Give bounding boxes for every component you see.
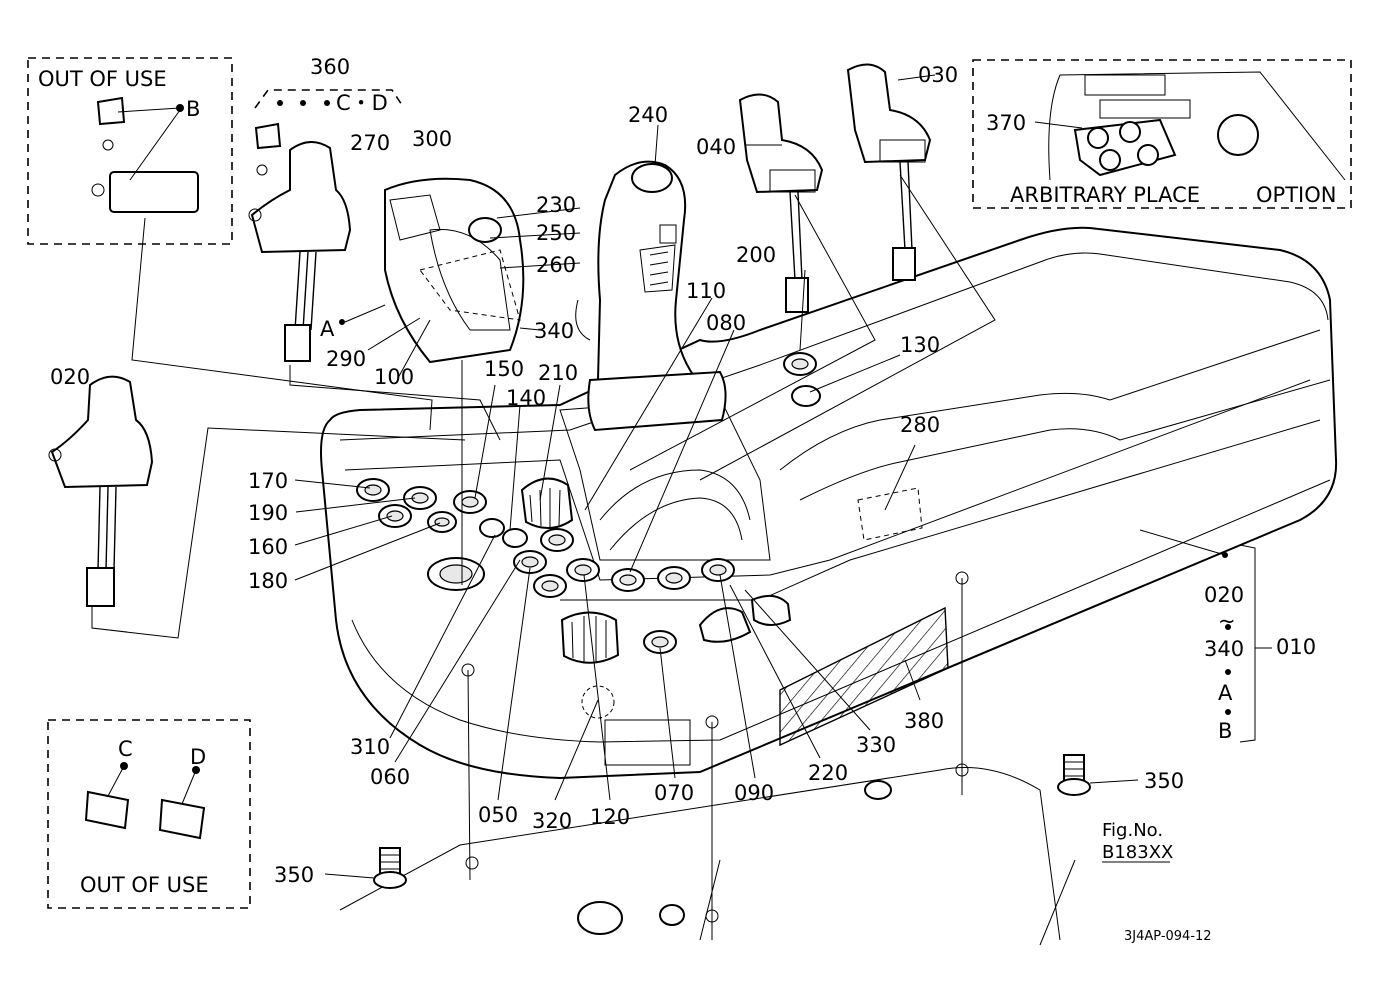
callout-250: 250 [536, 221, 576, 245]
callout-a-right: A [1218, 681, 1233, 705]
callout-300: 300 [412, 127, 452, 151]
callout-cd-top: C・D [336, 91, 388, 115]
callout-090: 090 [734, 781, 774, 805]
plate-part [109, 171, 199, 213]
option-panel [1048, 71, 1346, 181]
callout-350-right: 350 [1144, 769, 1184, 793]
label-d-part [158, 798, 206, 840]
out-of-use-box-top [27, 57, 233, 245]
joystick-grip [575, 160, 727, 432]
knob-120 [560, 611, 620, 719]
out-of-use-title-bottom: OUT OF USE [80, 873, 209, 897]
cap-part [96, 96, 126, 126]
callout-020-left: 020 [50, 365, 90, 389]
switch-040 [738, 93, 824, 313]
callout-330: 330 [856, 733, 896, 757]
callout-260: 260 [536, 253, 576, 277]
callout-380: 380 [904, 709, 944, 733]
callout-080: 080 [706, 311, 746, 335]
knob-210 [520, 477, 574, 529]
callout-c: C [118, 737, 133, 761]
callout-170: 170 [248, 469, 288, 493]
callout-060: 060 [370, 765, 410, 789]
callout-270: 270 [350, 131, 390, 155]
switch-020 [48, 375, 154, 607]
callout-140: 140 [506, 386, 546, 410]
callout-160: 160 [248, 535, 288, 559]
leader-lines [91, 74, 1272, 946]
bolt-350-left [373, 847, 407, 889]
callout-230: 230 [536, 193, 576, 217]
fig-label: Fig.No. [1102, 820, 1163, 841]
arbitrary-place-label: ARBITRARY PLACE [1010, 183, 1200, 207]
callout-290: 290 [326, 347, 366, 371]
label-plate-small [604, 719, 691, 766]
callout-110: 110 [686, 279, 726, 303]
callout-320: 320 [532, 809, 572, 833]
callout-210: 210 [538, 361, 578, 385]
callout-280: 280 [900, 413, 940, 437]
callout-tilde: ~ [1218, 609, 1236, 633]
bolt-350-right [1057, 754, 1091, 796]
callout-130: 130 [900, 333, 940, 357]
option-label: OPTION [1256, 183, 1336, 207]
callout-050: 050 [478, 803, 518, 827]
bullet-dots [277, 100, 1231, 715]
callout-labels: 360 C・D B 270 300 240 040 030 370 230 25… [50, 55, 1316, 887]
callout-240: 240 [628, 103, 668, 127]
callout-310: 310 [350, 735, 390, 759]
callout-340: 340 [534, 319, 574, 343]
switch-360 [248, 141, 352, 362]
callout-d: D [190, 745, 206, 769]
callout-150: 150 [484, 357, 524, 381]
callout-360: 360 [310, 55, 350, 79]
callout-a: A [320, 317, 335, 341]
callout-020-right: 020 [1204, 583, 1244, 607]
dial-220 [698, 607, 752, 643]
callout-190: 190 [248, 501, 288, 525]
callout-220: 220 [808, 761, 848, 785]
callout-b-top: B [186, 97, 200, 121]
part-280 [857, 487, 923, 541]
callout-010: 010 [1276, 635, 1316, 659]
label-plate-380 [779, 606, 949, 747]
callout-b-right: B [1218, 719, 1232, 743]
out-of-use-title-top: OUT OF USE [38, 67, 167, 91]
callout-030: 030 [918, 63, 958, 87]
label-c-part [84, 790, 130, 830]
callout-350-left: 350 [274, 863, 314, 887]
dial-330 [750, 594, 792, 626]
callout-180: 180 [248, 569, 288, 593]
callout-040: 040 [696, 135, 736, 159]
drawing-code: 3J4AP-094-12 [1124, 929, 1212, 944]
fig-number: B183XX [1102, 842, 1173, 863]
option-box [972, 59, 1352, 209]
callout-120: 120 [590, 805, 630, 829]
callout-070: 070 [654, 781, 694, 805]
cover-assembly [384, 177, 525, 364]
switch-030 [846, 63, 932, 281]
callout-200: 200 [736, 243, 776, 267]
out-of-use-box-bottom [47, 719, 251, 909]
callout-370: 370 [986, 111, 1026, 135]
callout-340-right: 340 [1204, 637, 1244, 661]
callout-100: 100 [374, 365, 414, 389]
